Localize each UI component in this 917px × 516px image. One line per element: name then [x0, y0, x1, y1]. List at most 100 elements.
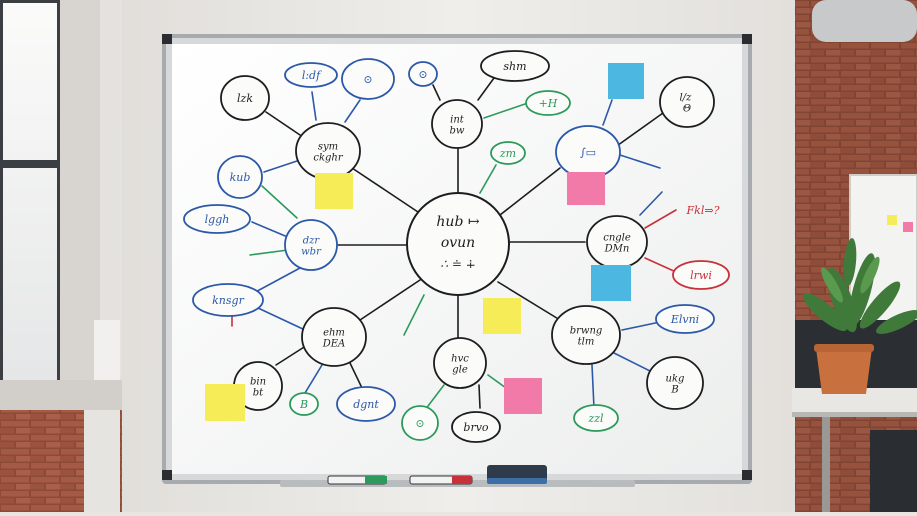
- node-label: kub: [230, 171, 251, 184]
- node-label: ⊙: [363, 73, 372, 86]
- node-outline: [672, 260, 730, 290]
- node-outline: [336, 386, 396, 422]
- node-outline: [183, 204, 251, 234]
- mindmap-node: lzk: [220, 75, 270, 121]
- node-outline: [490, 141, 526, 165]
- node-label: lrwi: [690, 269, 712, 282]
- mindmap-node: Elvni: [655, 304, 715, 334]
- node-outline: [220, 75, 270, 121]
- node-label: l:df: [302, 69, 322, 82]
- node-outline: [573, 404, 619, 432]
- mindmap-node: knsgr: [192, 283, 264, 317]
- sticky-note-pink: [504, 378, 542, 414]
- node-label: B: [299, 398, 308, 411]
- node-outline: [433, 337, 487, 389]
- mindmap-node: ⊙: [341, 58, 395, 100]
- node-outline: [659, 76, 715, 128]
- node-outline: [431, 99, 483, 149]
- mindmap-node: B: [289, 392, 319, 416]
- desk-plant: [792, 238, 917, 512]
- svg-text:ovun: ovun: [441, 235, 475, 251]
- hub-node: hub ↦ ovun ∴ ≐ ∔: [406, 192, 510, 296]
- node-outline: [525, 90, 571, 116]
- mindmap-node: Fkl⇒?: [686, 204, 720, 217]
- node-outline: [408, 61, 438, 87]
- node-outline: [301, 307, 367, 367]
- node-outline: [284, 62, 338, 88]
- window-left: [0, 0, 122, 512]
- node-label: lggh: [205, 213, 230, 226]
- mindmap-node: l/z Θ: [659, 76, 715, 128]
- mindmap-node: lggh: [183, 204, 251, 234]
- node-outline: [451, 411, 501, 443]
- node-outline: [480, 50, 550, 82]
- node-outline: [646, 356, 704, 410]
- node-outline: [341, 58, 395, 100]
- mindmap-node: zm: [490, 141, 526, 165]
- sticky-note-blue: [591, 265, 631, 301]
- mindmap-node: l:df: [284, 62, 338, 88]
- sticky-note-yellow: [205, 384, 245, 421]
- node-label: Elvni: [670, 313, 699, 326]
- sticky-note-pink: [567, 172, 605, 205]
- node-label: ⊙: [418, 68, 427, 81]
- connector-lines: [231, 77, 677, 411]
- node-label: lzk: [237, 92, 253, 105]
- node-label: brvo: [463, 421, 489, 434]
- sticky-note-yellow: [315, 173, 353, 209]
- mindmap-node: dgnt: [336, 386, 396, 422]
- node-outline: [284, 219, 338, 271]
- node-outline: [551, 305, 621, 365]
- mindmap-node: ∫▭: [555, 125, 621, 179]
- node-label: +H: [539, 97, 558, 110]
- node-outline: [289, 392, 319, 416]
- node-label: l/z Θ: [679, 93, 694, 115]
- mindmap-node: ⊙: [401, 405, 439, 441]
- sticky-note-blue: [608, 63, 644, 99]
- node-label: ⊙: [415, 417, 424, 430]
- mindmap-node: shm: [480, 50, 550, 82]
- node-label: shm: [503, 60, 526, 73]
- mindmap-node: kub: [217, 155, 263, 199]
- node-label: dgnt: [353, 398, 379, 411]
- mindmap-node: +H: [525, 90, 571, 116]
- node-outline: [192, 283, 264, 317]
- sticky-note-yellow: [483, 298, 521, 334]
- node-outline: [217, 155, 263, 199]
- mindmap-node: ⊙: [408, 61, 438, 87]
- sticky-notes: [205, 63, 644, 421]
- node-label: Fkl⇒?: [686, 204, 720, 217]
- mindmap-node: lrwi: [672, 260, 730, 290]
- node-outline: [655, 304, 715, 334]
- node-outline: [401, 405, 439, 441]
- node-label: zzl: [587, 412, 604, 425]
- node-label: knsgr: [212, 294, 244, 307]
- mindmap-node: zzl: [573, 404, 619, 432]
- svg-text:∴ ≐ ∔: ∴ ≐ ∔: [440, 257, 475, 271]
- mindmap-node: brvo: [451, 411, 501, 443]
- node-label: zm: [499, 147, 516, 160]
- node-label: ∫▭: [580, 146, 596, 159]
- svg-text:hub ↦: hub ↦: [436, 214, 479, 230]
